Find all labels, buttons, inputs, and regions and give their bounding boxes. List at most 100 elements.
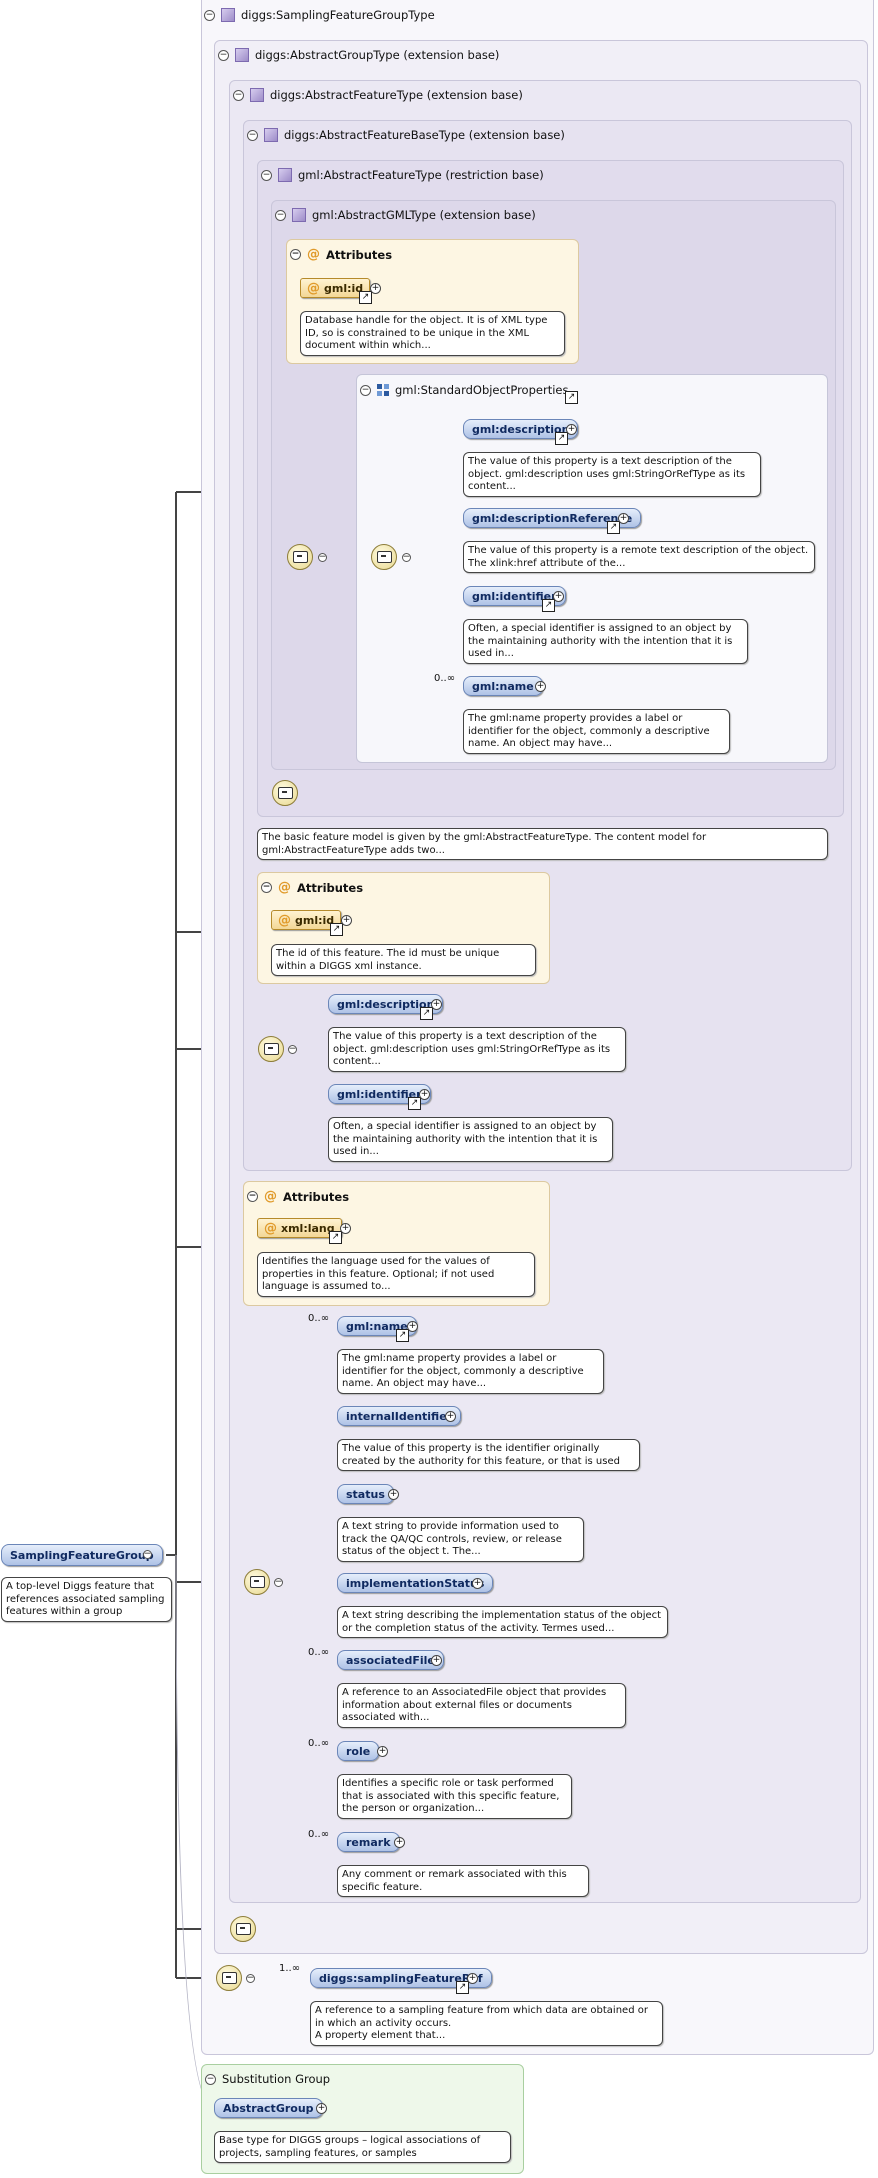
type-name: diggs:SamplingFeatureGroupType xyxy=(241,8,435,22)
attribute-name: gml:id xyxy=(324,281,364,295)
attribute-at-icon: @ xyxy=(278,880,291,895)
element-sampling-feature-ref[interactable]: diggs:samplingFeatureRef xyxy=(310,1968,492,1988)
minus-toggle-icon[interactable]: − xyxy=(143,1549,152,1559)
element-name: gml:name xyxy=(472,679,534,693)
element-abstract-group[interactable]: AbstractGroup xyxy=(214,2098,323,2118)
plus-expand-icon[interactable]: + xyxy=(445,1411,456,1422)
element-name: gml:description xyxy=(337,997,435,1011)
complex-type-icon xyxy=(292,208,306,222)
sequence-compositor-icon[interactable] xyxy=(258,1036,284,1062)
plus-expand-icon[interactable]: + xyxy=(553,591,564,602)
element-gml-description[interactable]: gml:description xyxy=(463,419,579,439)
reference-arrow-icon[interactable]: ↗ xyxy=(456,1981,469,1994)
minus-toggle-icon[interactable]: − xyxy=(275,209,286,221)
element-name: SamplingFeatureGroup xyxy=(10,1548,154,1562)
minus-toggle-icon[interactable]: − xyxy=(247,129,258,141)
attributes-header: − @ Attributes xyxy=(247,1189,349,1204)
plus-expand-icon[interactable]: + xyxy=(618,513,629,524)
element-status[interactable]: status xyxy=(337,1484,394,1504)
attribute-doc: The id of this feature. The id must be u… xyxy=(271,944,536,976)
plus-expand-icon[interactable]: + xyxy=(340,1223,351,1234)
reference-arrow-icon[interactable]: ↗ xyxy=(408,1097,421,1110)
element-gml-identifier[interactable]: gml:identifier xyxy=(463,586,566,606)
plus-expand-icon[interactable]: + xyxy=(467,1973,478,1984)
minus-toggle-icon[interactable]: − xyxy=(233,89,244,101)
element-doc: Base type for DIGGS groups – logical ass… xyxy=(214,2131,511,2163)
attribute-xml-lang[interactable]: @ xml:lang xyxy=(257,1218,342,1238)
sequence-compositor-icon[interactable] xyxy=(230,1916,256,1942)
plus-expand-icon[interactable]: + xyxy=(407,1321,418,1332)
plus-expand-icon[interactable]: + xyxy=(377,1746,388,1757)
choice-compositor-icon[interactable] xyxy=(216,1965,242,1991)
header-abstract-feature-type-diggs: − diggs:AbstractFeatureType (extension b… xyxy=(233,88,523,102)
element-name: remark xyxy=(346,1835,391,1849)
minus-toggle-icon[interactable]: − xyxy=(360,384,371,396)
attribute-gml-id[interactable]: @ gml:id xyxy=(300,278,371,298)
attributes-header: − @ Attributes xyxy=(290,247,392,262)
reference-arrow-icon[interactable]: ↗ xyxy=(565,391,578,404)
minus-toggle-icon[interactable]: − xyxy=(274,1577,283,1587)
element-gml-description-reference[interactable]: gml:descriptionReference xyxy=(463,508,642,528)
attribute-at-icon: @ xyxy=(264,1220,277,1236)
header-abstract-feature-type-gml: − gml:AbstractFeatureType (restriction b… xyxy=(261,168,544,182)
reference-arrow-icon[interactable]: ↗ xyxy=(329,1231,342,1244)
element-gml-description[interactable]: gml:description xyxy=(328,994,444,1014)
element-internal-identifier[interactable]: internalIdentifier xyxy=(337,1406,462,1426)
element-doc: The gml:name property provides a label o… xyxy=(337,1349,604,1394)
minus-toggle-icon[interactable]: − xyxy=(290,249,301,260)
element-remark[interactable]: remark xyxy=(337,1832,400,1852)
plus-expand-icon[interactable]: + xyxy=(419,1089,430,1100)
plus-expand-icon[interactable]: + xyxy=(472,1578,483,1589)
cardinality-label: 0..∞ xyxy=(308,1647,330,1658)
plus-expand-icon[interactable]: + xyxy=(535,681,546,692)
reference-arrow-icon[interactable]: ↗ xyxy=(555,432,568,445)
minus-toggle-icon[interactable]: − xyxy=(204,9,215,21)
minus-toggle-icon[interactable]: − xyxy=(318,552,327,562)
reference-arrow-icon[interactable]: ↗ xyxy=(359,291,372,304)
plus-expand-icon[interactable]: + xyxy=(394,1837,405,1848)
minus-toggle-icon[interactable]: − xyxy=(261,882,272,893)
cardinality-label: 0..∞ xyxy=(434,673,456,684)
plus-expand-icon[interactable]: + xyxy=(431,999,442,1010)
plus-expand-icon[interactable]: + xyxy=(431,1655,442,1666)
element-implementation-status[interactable]: implementationStatus xyxy=(337,1573,494,1593)
sequence-compositor-icon[interactable] xyxy=(244,1569,270,1595)
reference-arrow-icon[interactable]: ↗ xyxy=(396,1329,409,1342)
minus-toggle-icon[interactable]: − xyxy=(205,2073,216,2085)
plus-expand-icon[interactable]: + xyxy=(566,424,577,435)
minus-toggle-icon[interactable]: − xyxy=(261,169,272,181)
plus-expand-icon[interactable]: + xyxy=(341,915,352,926)
element-role[interactable]: role xyxy=(337,1741,380,1761)
plus-expand-icon[interactable]: + xyxy=(370,283,381,294)
plus-expand-icon[interactable]: + xyxy=(316,2103,327,2114)
reference-arrow-icon[interactable]: ↗ xyxy=(420,1007,433,1020)
element-gml-name[interactable]: gml:name xyxy=(463,676,543,696)
plus-expand-icon[interactable]: + xyxy=(388,1489,399,1500)
header-sampling-feature-group-type: − diggs:SamplingFeatureGroupType xyxy=(204,8,435,22)
cardinality-label: 0..∞ xyxy=(308,1829,330,1840)
type-name: diggs:AbstractFeatureType (extension bas… xyxy=(270,88,523,102)
element-doc: The value of this property is the identi… xyxy=(337,1439,640,1471)
minus-toggle-icon[interactable]: − xyxy=(288,1044,297,1054)
minus-toggle-icon[interactable]: − xyxy=(247,1191,258,1202)
root-doc: A top-level Diggs feature that reference… xyxy=(1,1577,172,1622)
element-doc: The value of this property is a text des… xyxy=(463,452,761,497)
element-doc: The gml:name property provides a label o… xyxy=(463,709,730,754)
sequence-compositor-icon[interactable] xyxy=(272,780,298,806)
type-name: diggs:AbstractGroupType (extension base) xyxy=(255,48,500,62)
reference-arrow-icon[interactable]: ↗ xyxy=(542,599,555,612)
reference-arrow-icon[interactable]: ↗ xyxy=(607,521,620,534)
attributes-label: Attributes xyxy=(297,880,364,895)
element-gml-identifier[interactable]: gml:identifier xyxy=(328,1084,431,1104)
sequence-compositor-icon[interactable] xyxy=(287,544,313,570)
attribute-gml-id[interactable]: @ gml:id xyxy=(271,910,342,930)
reference-arrow-icon[interactable]: ↗ xyxy=(330,923,343,936)
root-element-sampling-feature-group[interactable]: SamplingFeatureGroup xyxy=(1,1544,163,1566)
element-associated-file[interactable]: associatedFile xyxy=(337,1650,444,1670)
minus-toggle-icon[interactable]: − xyxy=(402,552,411,562)
header-substitution-group: − Substitution Group xyxy=(205,2072,330,2086)
minus-toggle-icon[interactable]: − xyxy=(218,49,229,61)
minus-toggle-icon[interactable]: − xyxy=(246,1973,255,1983)
sequence-compositor-icon[interactable] xyxy=(371,544,397,570)
complex-type-icon xyxy=(264,128,278,142)
